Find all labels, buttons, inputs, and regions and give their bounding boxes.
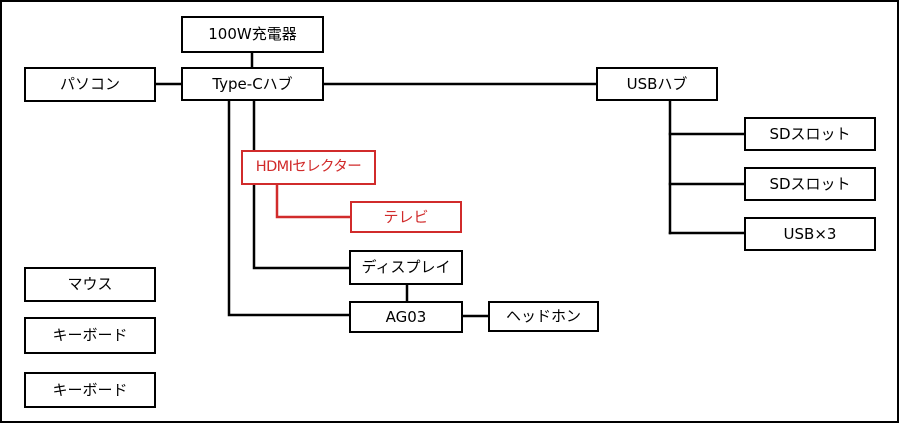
node-ag03[interactable]: AG03 [349, 301, 463, 333]
node-keyboard-1[interactable]: キーボード [24, 317, 156, 354]
node-sd-slot-2[interactable]: SDスロット [744, 167, 876, 201]
node-100w-charger[interactable]: 100W充電器 [181, 16, 324, 53]
node-label: 100W充電器 [208, 25, 297, 43]
node-pc[interactable]: パソコン [24, 67, 156, 102]
node-label: SDスロット [769, 124, 851, 143]
node-display[interactable]: ディスプレイ [349, 250, 463, 285]
node-type-c-hub[interactable]: Type-Cハブ [181, 67, 324, 101]
node-usb-hub[interactable]: USBハブ [596, 67, 718, 101]
node-tv[interactable]: テレビ [350, 201, 462, 233]
node-label: キーボード [52, 380, 128, 399]
node-sd-slot-1[interactable]: SDスロット [744, 117, 876, 151]
node-keyboard-2[interactable]: キーボード [24, 372, 156, 408]
node-mouse[interactable]: マウス [24, 267, 156, 302]
node-label: USB×3 [783, 224, 837, 243]
node-label: テレビ [383, 207, 429, 226]
node-label: SDスロット [769, 174, 851, 193]
node-label: マウス [67, 275, 113, 293]
node-label: USBハブ [626, 74, 688, 93]
node-label: ヘッドホン [505, 307, 581, 325]
node-label: ディスプレイ [361, 258, 451, 276]
node-label: AG03 [385, 307, 427, 326]
node-label: パソコン [59, 75, 120, 93]
node-label: Type-Cハブ [212, 74, 293, 93]
node-label: キーボード [52, 326, 128, 344]
node-headphones[interactable]: ヘッドホン [488, 301, 599, 332]
node-usb-x3[interactable]: USB×3 [744, 217, 876, 251]
node-label: HDMIセレクター [255, 159, 362, 176]
node-hdmi-selector[interactable]: HDMIセレクター [241, 150, 376, 185]
